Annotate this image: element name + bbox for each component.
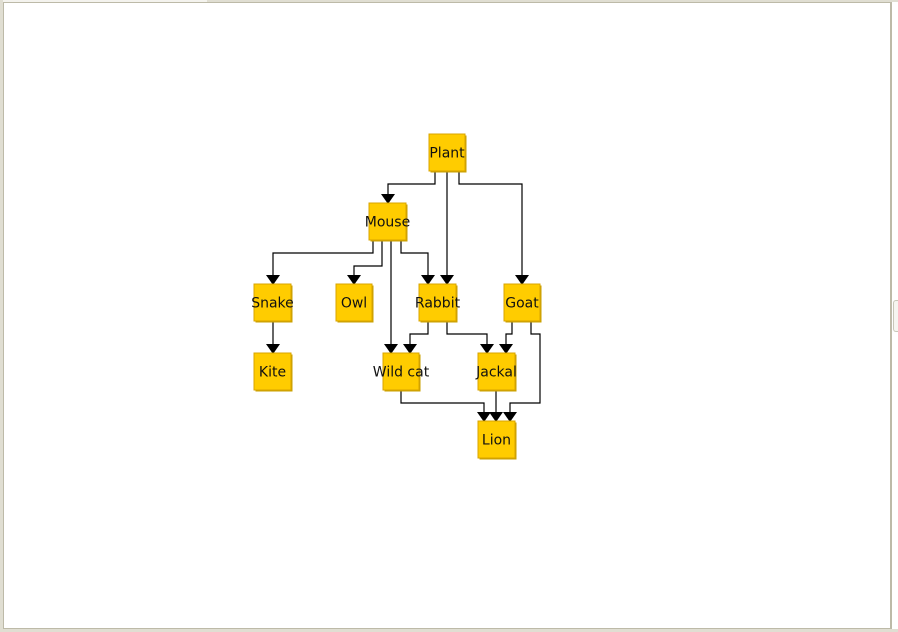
node-box[interactable] — [253, 283, 292, 322]
node-label: Owl — [341, 296, 367, 312]
node-label: Rabbit — [415, 296, 461, 312]
edge-mouse-to-snake[interactable] — [266, 240, 374, 285]
edge-plant-to-mouse[interactable] — [381, 171, 436, 204]
node-box[interactable] — [253, 352, 292, 391]
node-box[interactable] — [428, 133, 466, 172]
edge-mouse-to-owl[interactable] — [347, 240, 383, 285]
edge-rabbit-to-jackal[interactable] — [446, 321, 494, 354]
node-label: Snake — [251, 296, 294, 312]
edges-layer — [266, 171, 541, 422]
edge-plant-to-goat[interactable] — [458, 171, 529, 285]
node-goat[interactable]: Goat — [503, 283, 542, 323]
node-label: Mouse — [365, 215, 410, 231]
node-wildcat[interactable]: Wild cat — [373, 352, 430, 392]
node-label: Wild cat — [373, 365, 430, 381]
edge-wildcat-to-lion[interactable] — [400, 390, 491, 422]
side-panel-handle[interactable] — [893, 300, 898, 332]
node-box[interactable] — [335, 283, 373, 322]
node-box[interactable] — [382, 352, 420, 391]
node-rabbit[interactable]: Rabbit — [415, 283, 461, 323]
edge-goat-to-jackal[interactable] — [499, 321, 513, 354]
node-box[interactable] — [477, 420, 516, 459]
node-label: Kite — [259, 365, 286, 381]
node-lion[interactable]: Lion — [477, 420, 517, 460]
node-box[interactable] — [368, 202, 407, 241]
node-label: Jackal — [475, 365, 517, 381]
edge-rabbit-to-wildcat[interactable] — [403, 321, 429, 354]
node-box[interactable] — [477, 352, 516, 391]
node-label: Goat — [505, 296, 539, 312]
node-snake[interactable]: Snake — [251, 283, 294, 323]
node-box[interactable] — [418, 283, 457, 322]
edge-goat-to-lion[interactable] — [503, 321, 541, 422]
edge-mouse-to-rabbit[interactable] — [400, 240, 435, 285]
node-label: Lion — [482, 433, 511, 449]
node-owl[interactable]: Owl — [335, 283, 374, 323]
node-box[interactable] — [503, 283, 541, 322]
node-mouse[interactable]: Mouse — [365, 202, 410, 242]
node-label: Plant — [429, 146, 465, 162]
node-plant[interactable]: Plant — [428, 133, 467, 173]
node-jackal[interactable]: Jackal — [475, 352, 517, 392]
node-kite[interactable]: Kite — [253, 352, 293, 392]
